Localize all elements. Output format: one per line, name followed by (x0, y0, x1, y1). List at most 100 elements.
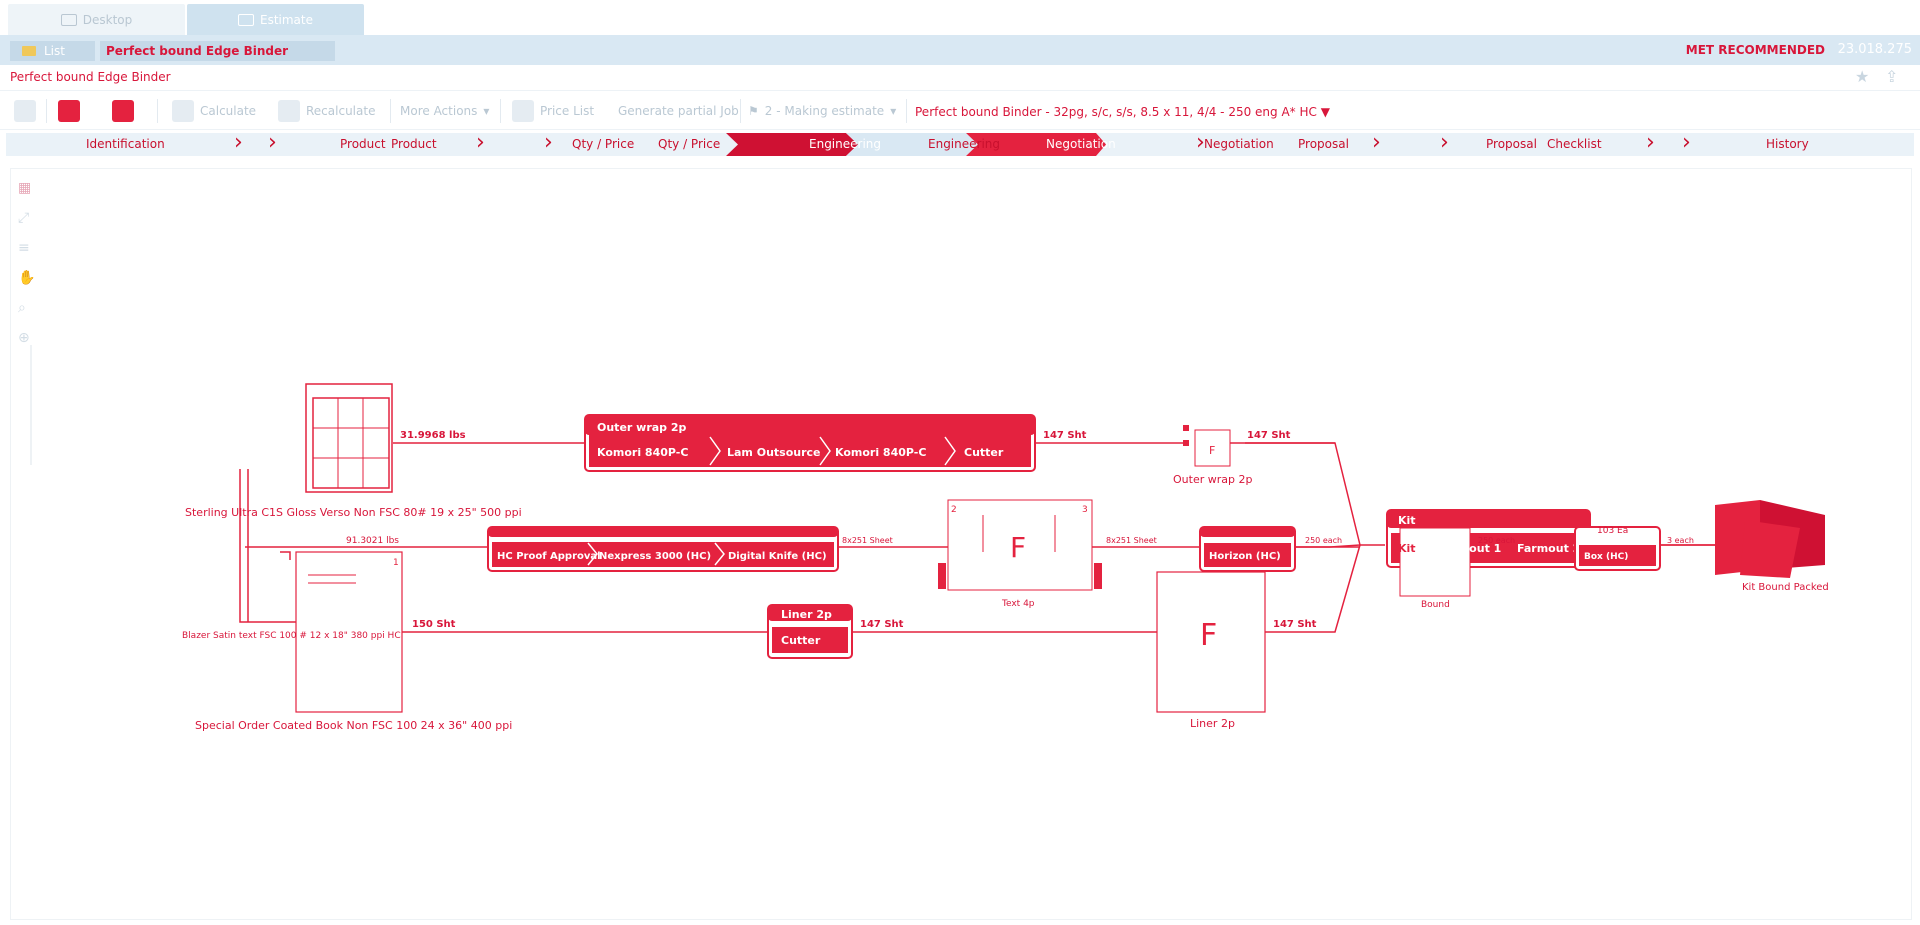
layers-icon[interactable]: ▦ (18, 180, 32, 196)
fit-icon[interactable]: ⤢ (18, 210, 30, 226)
blazer-material-label: Blazer Satin text FSC 100 # 12 x 18" 380… (182, 631, 401, 641)
text-4p-component[interactable] (938, 499, 1102, 591)
list-icon[interactable]: ≡ (18, 240, 30, 256)
calculate-icon (172, 100, 194, 122)
zoom-in-icon[interactable]: ⊕ (18, 330, 30, 346)
list-button[interactable]: List (10, 41, 95, 61)
op-box[interactable]: Box (HC) (1584, 552, 1628, 562)
print-icon (112, 100, 134, 122)
connector-lines (239, 442, 1715, 633)
print-button[interactable] (112, 97, 134, 125)
job-summary[interactable]: Perfect bound Binder - 32pg, s/c, s/s, 8… (915, 105, 1330, 119)
step-history[interactable]: History (1766, 137, 1809, 151)
price-list-button[interactable]: Price List (512, 97, 594, 125)
breadcrumb[interactable]: Perfect bound Edge Binder (100, 41, 335, 61)
op-farmout-2[interactable]: Farmout 2 (1517, 542, 1580, 555)
toolbar-divider (157, 99, 158, 123)
liner-group[interactable] (767, 604, 853, 659)
op-lam-outsource[interactable]: Lam Outsource (727, 446, 821, 459)
text-4p-letter: F (1010, 531, 1026, 564)
op-farmout-1[interactable]: Farmout 1 (1438, 542, 1501, 555)
tab-estimate[interactable]: Estimate (187, 4, 364, 35)
step-checklist[interactable]: Checklist (1547, 137, 1602, 151)
calculate-button[interactable]: Calculate (172, 97, 256, 125)
more-actions-menu[interactable]: More Actions ▾ (400, 97, 489, 125)
zoom-icon[interactable]: ⌕ (18, 300, 26, 316)
step-proposal[interactable]: Proposal (1298, 137, 1349, 151)
generate-partial-job-button[interactable]: Generate partial Job (618, 97, 739, 125)
final-product-image[interactable] (1715, 500, 1825, 578)
tab-desktop[interactable]: Desktop (8, 4, 185, 35)
hand-icon[interactable]: ✋ (18, 270, 36, 286)
flow-lbs-top: 31.9968 lbs (400, 430, 466, 441)
status-selector[interactable]: ⚑ 2 - Making estimate ▾ (748, 97, 896, 125)
save-icon (58, 100, 80, 122)
text-group[interactable] (487, 526, 839, 572)
sterling-sheet-layout[interactable] (305, 383, 393, 493)
text-4p-label: Text 4p (1001, 599, 1035, 609)
version-label: 23.018.275 (1837, 42, 1912, 57)
sterling-material-label: Sterling Ultra C1S Gloss Verso Non FSC 8… (185, 506, 522, 519)
chevron-right-icon: › (1646, 130, 1655, 155)
toolbar: Calculate Recalculate More Actions ▾ Pri… (0, 90, 1920, 130)
outer-wrap-title: Outer wrap 2p (597, 421, 687, 434)
step-product[interactable]: Product (340, 137, 386, 151)
outer-wrap-letter: F (1209, 444, 1215, 457)
step-proposal-secondary[interactable]: Proposal (1486, 137, 1537, 151)
op-kit[interactable]: Kit (1398, 542, 1416, 555)
op-komori-1[interactable]: Komori 840P-C (597, 446, 688, 459)
op-cutter-1[interactable]: Cutter (964, 446, 1004, 459)
favorite-icon[interactable]: ★ (1855, 67, 1870, 86)
save-button[interactable] (58, 97, 80, 125)
op-cutter-2[interactable]: Cutter (781, 634, 821, 647)
flow-147-b: 147 Sht (1247, 430, 1291, 441)
notes-button[interactable] (14, 97, 36, 125)
blazer-number: 1 (393, 558, 399, 568)
horizon-group[interactable] (1199, 526, 1296, 572)
step-identification[interactable]: Identification (86, 137, 165, 151)
step-negotiation[interactable]: Negotiation (1046, 137, 1116, 151)
kit-group[interactable] (1386, 509, 1591, 597)
box-group[interactable] (1574, 526, 1661, 571)
step-engineering-secondary[interactable]: Engineering (928, 137, 1000, 151)
calculate-label: Calculate (200, 104, 257, 118)
chevron-right-icon: › (1440, 130, 1449, 155)
flow-lbs-mid: 91.3021 lbs (346, 536, 399, 546)
toolbar-divider (740, 99, 741, 123)
title-icons: ★ ⇪ (1855, 68, 1905, 86)
outer-wrap-group[interactable] (584, 414, 1036, 472)
chevron-right-icon: › (476, 130, 485, 155)
estimate-icon (237, 13, 254, 26)
company-label: MET RECOMMENDED (1685, 43, 1825, 57)
op-komori-2[interactable]: Komori 840P-C (835, 446, 926, 459)
title-row: Perfect bound Edge Binder ★ ⇪ (0, 65, 1920, 90)
recalculate-button[interactable]: Recalculate (278, 97, 375, 125)
zoom-slider[interactable] (30, 345, 32, 465)
recalculate-icon (278, 100, 300, 122)
step-qty-price[interactable]: Qty / Price (572, 137, 635, 151)
liner-letter: F (1200, 618, 1217, 653)
op-nexpress[interactable]: Nexpress 3000 (HC) (599, 551, 711, 562)
chevron-right-icon: › (1372, 130, 1381, 155)
step-engineering[interactable]: Engineering (809, 137, 881, 151)
op-hc-proof[interactable]: HC Proof Approval (497, 551, 601, 562)
box-group-title: 103 Ea (1597, 526, 1628, 536)
liner-component[interactable] (1156, 571, 1266, 713)
flow-147-d: 147 Sht (1273, 619, 1317, 630)
op-digital-knife[interactable]: Digital Knife (HC) (728, 551, 827, 562)
text-4p-num-3: 3 (1082, 505, 1088, 515)
op-horizon[interactable]: Horizon (HC) (1209, 551, 1281, 562)
step-qty-price-secondary[interactable]: Qty / Price (658, 137, 721, 151)
toolbar-divider (500, 99, 501, 123)
share-icon[interactable]: ⇪ (1885, 67, 1899, 86)
liner-label: Liner 2p (1190, 717, 1235, 730)
kit-group-title: Kit (1398, 514, 1416, 527)
step-negotiation-secondary[interactable]: Negotiation (1204, 137, 1274, 151)
blazer-sheet-layout[interactable] (295, 551, 403, 713)
outer-wrap-component[interactable] (1183, 425, 1231, 467)
text-4p-num-2: 2 (951, 505, 957, 515)
step-product-secondary[interactable]: Product (391, 137, 437, 151)
desktop-icon (60, 13, 77, 26)
bound-label: Bound (1421, 600, 1450, 610)
